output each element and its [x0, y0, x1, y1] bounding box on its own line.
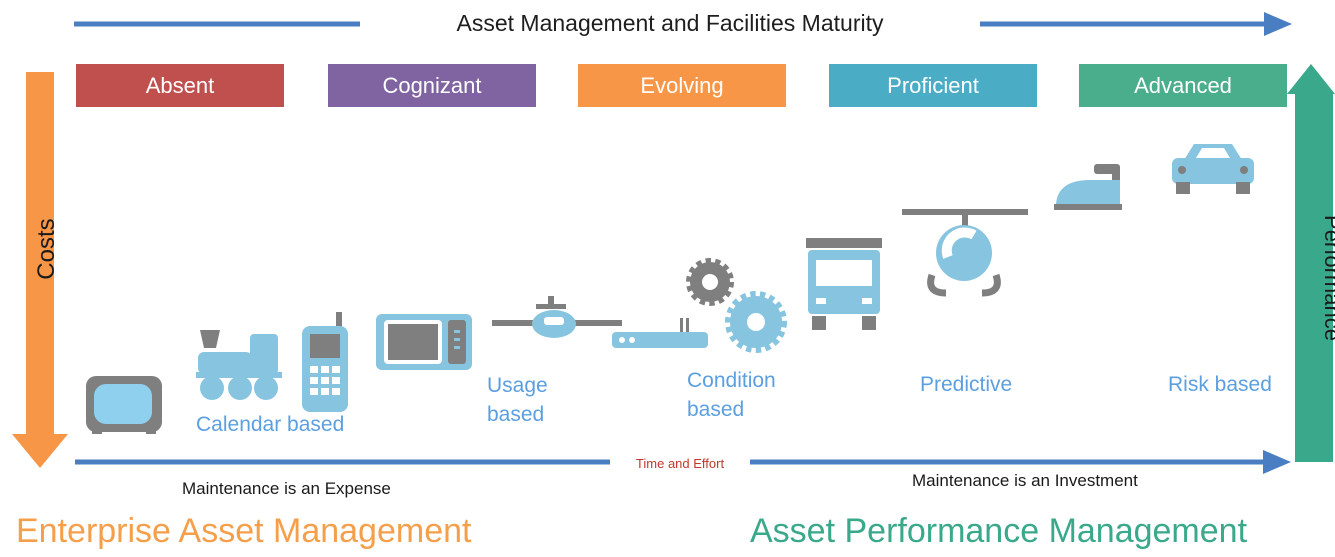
calendar-based-label: Calendar based [196, 413, 345, 436]
airplane-icon [492, 296, 622, 338]
microwave-icon [376, 314, 472, 370]
iron-icon [1054, 164, 1122, 210]
stage-proficient: Proficient [829, 64, 1037, 107]
performance-label: Performance [1320, 215, 1335, 341]
expense-label: Maintenance is an Expense [182, 479, 391, 498]
stage-cognizant: Cognizant [328, 64, 536, 107]
investment-label: Maintenance is an Investment [912, 471, 1138, 490]
train-icon [196, 330, 282, 400]
eam-label: Enterprise Asset Management [16, 512, 472, 550]
time-effort-label: Time and Effort [610, 456, 750, 471]
costs-label: Costs [33, 218, 60, 280]
helicopter-icon [902, 209, 1028, 297]
predictive-label: Predictive [920, 373, 1013, 396]
stage-advanced: Advanced [1079, 64, 1287, 107]
tv-icon [86, 376, 162, 434]
performance-arrow [1287, 64, 1335, 462]
stage-absent: Absent [76, 64, 284, 107]
apm-label: Asset Performance Management [750, 512, 1248, 550]
router-icon [612, 318, 708, 348]
car-icon [1172, 144, 1254, 194]
stage-evolving: Evolving [578, 64, 786, 107]
costs-arrow [12, 72, 68, 468]
truck-icon [806, 238, 882, 330]
risk-based-label: Risk based [1168, 373, 1272, 396]
phone-icon [302, 312, 348, 412]
gears-icon [686, 258, 787, 353]
maturity-title: Asset Management and Facilities Maturity [360, 10, 980, 37]
